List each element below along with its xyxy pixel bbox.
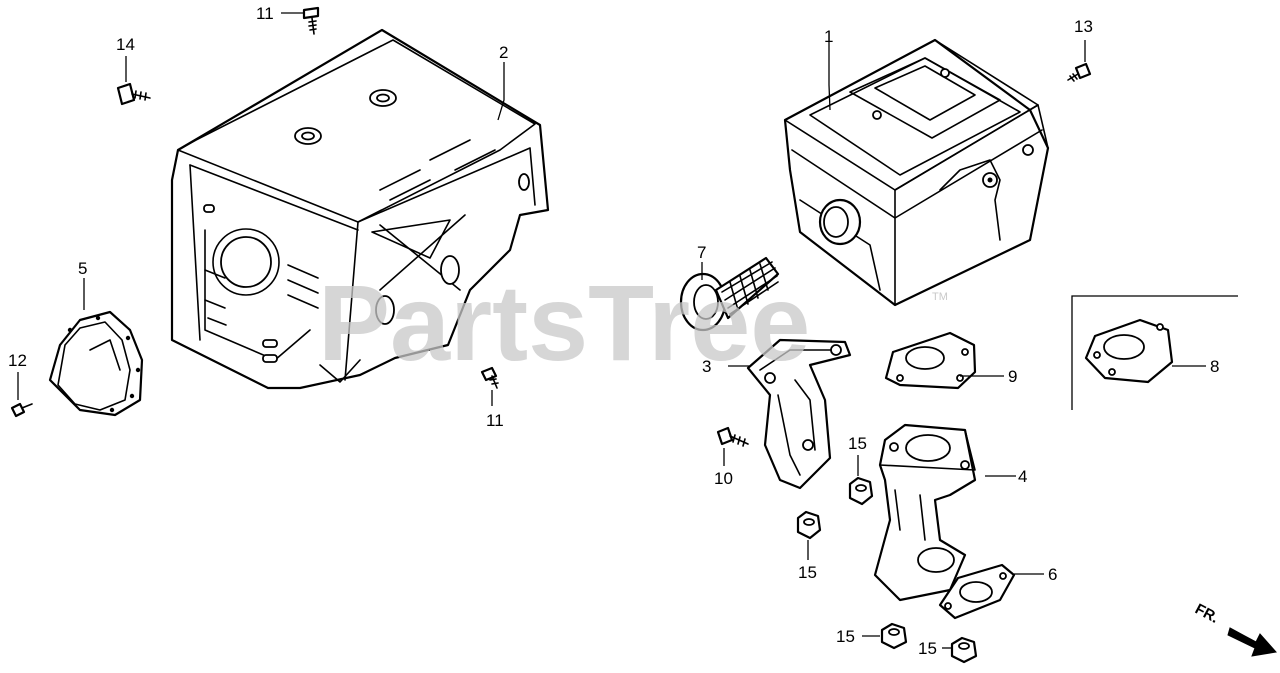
callout-9[interactable]: 9: [1008, 367, 1017, 386]
callout-2[interactable]: 2: [499, 43, 508, 62]
callout-15-d[interactable]: 15: [918, 639, 937, 658]
callout-6[interactable]: 6: [1048, 565, 1057, 584]
nut-part-15-c[interactable]: [880, 622, 908, 650]
bolt-part-10[interactable]: [716, 426, 749, 447]
bolt-part-14[interactable]: [116, 82, 151, 106]
protector-cap-part-5[interactable]: [48, 310, 144, 417]
callout-4[interactable]: 4: [1018, 467, 1027, 486]
callout-10[interactable]: 10: [714, 469, 733, 488]
watermark-trademark: TM: [932, 291, 948, 303]
watermark: PartsTree TM: [318, 262, 948, 383]
callout-3[interactable]: 3: [702, 357, 711, 376]
gasket-part-9[interactable]: [884, 331, 977, 390]
spark-arrester-part-7[interactable]: [679, 256, 780, 332]
callout-13[interactable]: 13: [1074, 17, 1093, 36]
front-direction-indicator: FR.: [1192, 601, 1277, 657]
muffler-part-1[interactable]: [783, 38, 1050, 307]
screw-part-11-top[interactable]: [302, 6, 320, 35]
callout-14[interactable]: 14: [116, 35, 135, 54]
screw-part-12[interactable]: [10, 402, 33, 418]
front-direction-label: FR.: [1192, 601, 1221, 627]
gasket-part-8[interactable]: [1071, 295, 1238, 410]
callout-7[interactable]: 7: [697, 243, 706, 262]
screw-part-13[interactable]: [1067, 62, 1092, 82]
front-arrow-icon: [1227, 627, 1277, 657]
gasket-part-6[interactable]: [938, 563, 1016, 620]
watermark-text: PartsTree: [318, 262, 810, 383]
callout-1[interactable]: 1: [824, 27, 833, 46]
callout-15-a[interactable]: 15: [848, 434, 867, 453]
nut-part-15-a[interactable]: [848, 476, 874, 506]
callout-15-c[interactable]: 15: [836, 627, 855, 646]
callout-labels: 1 2 3 4 5 6 7 8 9 10 11 11 12 13 14 15 1…: [8, 4, 1219, 658]
callout-12[interactable]: 12: [8, 351, 27, 370]
callout-11-top[interactable]: 11: [256, 4, 274, 23]
leader-lines: [17, 12, 1206, 649]
callout-5[interactable]: 5: [78, 259, 87, 278]
exhaust-pipe-part-4[interactable]: [873, 423, 977, 602]
muffler-protector-part-2[interactable]: [170, 28, 550, 390]
callout-15-b[interactable]: 15: [798, 563, 817, 582]
nut-part-15-d[interactable]: [950, 636, 978, 664]
callout-11-lower[interactable]: 11: [486, 411, 504, 430]
screw-part-11-lower[interactable]: [480, 366, 499, 389]
bracket-part-3[interactable]: [746, 338, 852, 490]
nut-part-15-b[interactable]: [796, 510, 822, 540]
callout-8[interactable]: 8: [1210, 357, 1219, 376]
